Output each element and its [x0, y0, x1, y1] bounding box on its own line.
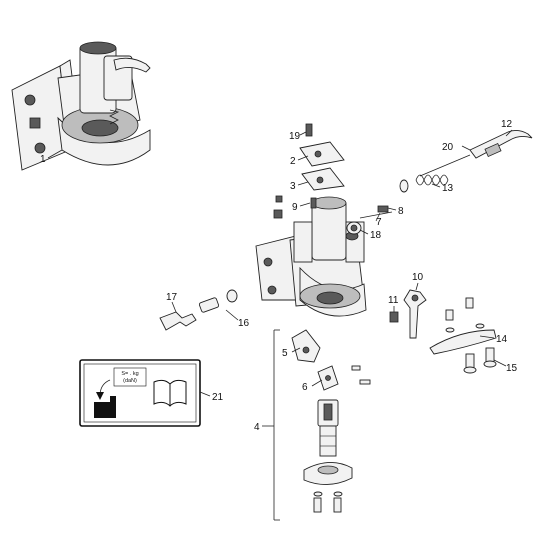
callout-7: 7 — [376, 217, 382, 228]
callout-2: 2 — [290, 156, 296, 167]
callout-19: 19 — [289, 131, 301, 142]
callout-8: 8 — [398, 206, 404, 217]
callout-5: 5 — [282, 348, 288, 359]
callout-10: 10 — [412, 272, 424, 283]
callout-14: 14 — [496, 334, 508, 345]
right-side-parts — [389, 289, 497, 374]
callout-3: 3 — [290, 181, 296, 192]
hardware-upper — [273, 123, 393, 235]
pin-assembly — [291, 329, 371, 513]
callout-11: 11 — [388, 295, 399, 306]
callout-6: 6 — [302, 382, 308, 393]
callout-17: 17 — [166, 292, 178, 303]
callout-20: 20 — [442, 142, 454, 153]
callout-9: 9 — [292, 202, 298, 213]
spring-and-lever — [399, 129, 533, 193]
callout-12: 12 — [501, 119, 513, 130]
callout-4: 4 — [254, 422, 260, 433]
group-bracket — [262, 329, 280, 521]
left-side-parts — [159, 289, 238, 331]
warning-decal — [79, 359, 201, 427]
callout-15: 15 — [506, 363, 518, 374]
callout-21: 21 — [212, 392, 224, 403]
decal-line-1: S= . kg — [121, 371, 138, 377]
assembled-coupling — [11, 41, 151, 171]
callout-13: 13 — [442, 183, 454, 194]
coupling-body — [255, 196, 367, 317]
decal-line-2: (daN) — [123, 378, 137, 384]
callout-1: 1 — [40, 154, 46, 165]
leader-lines — [47, 129, 513, 397]
callout-16: 16 — [238, 318, 250, 329]
callout-18: 18 — [370, 230, 382, 241]
